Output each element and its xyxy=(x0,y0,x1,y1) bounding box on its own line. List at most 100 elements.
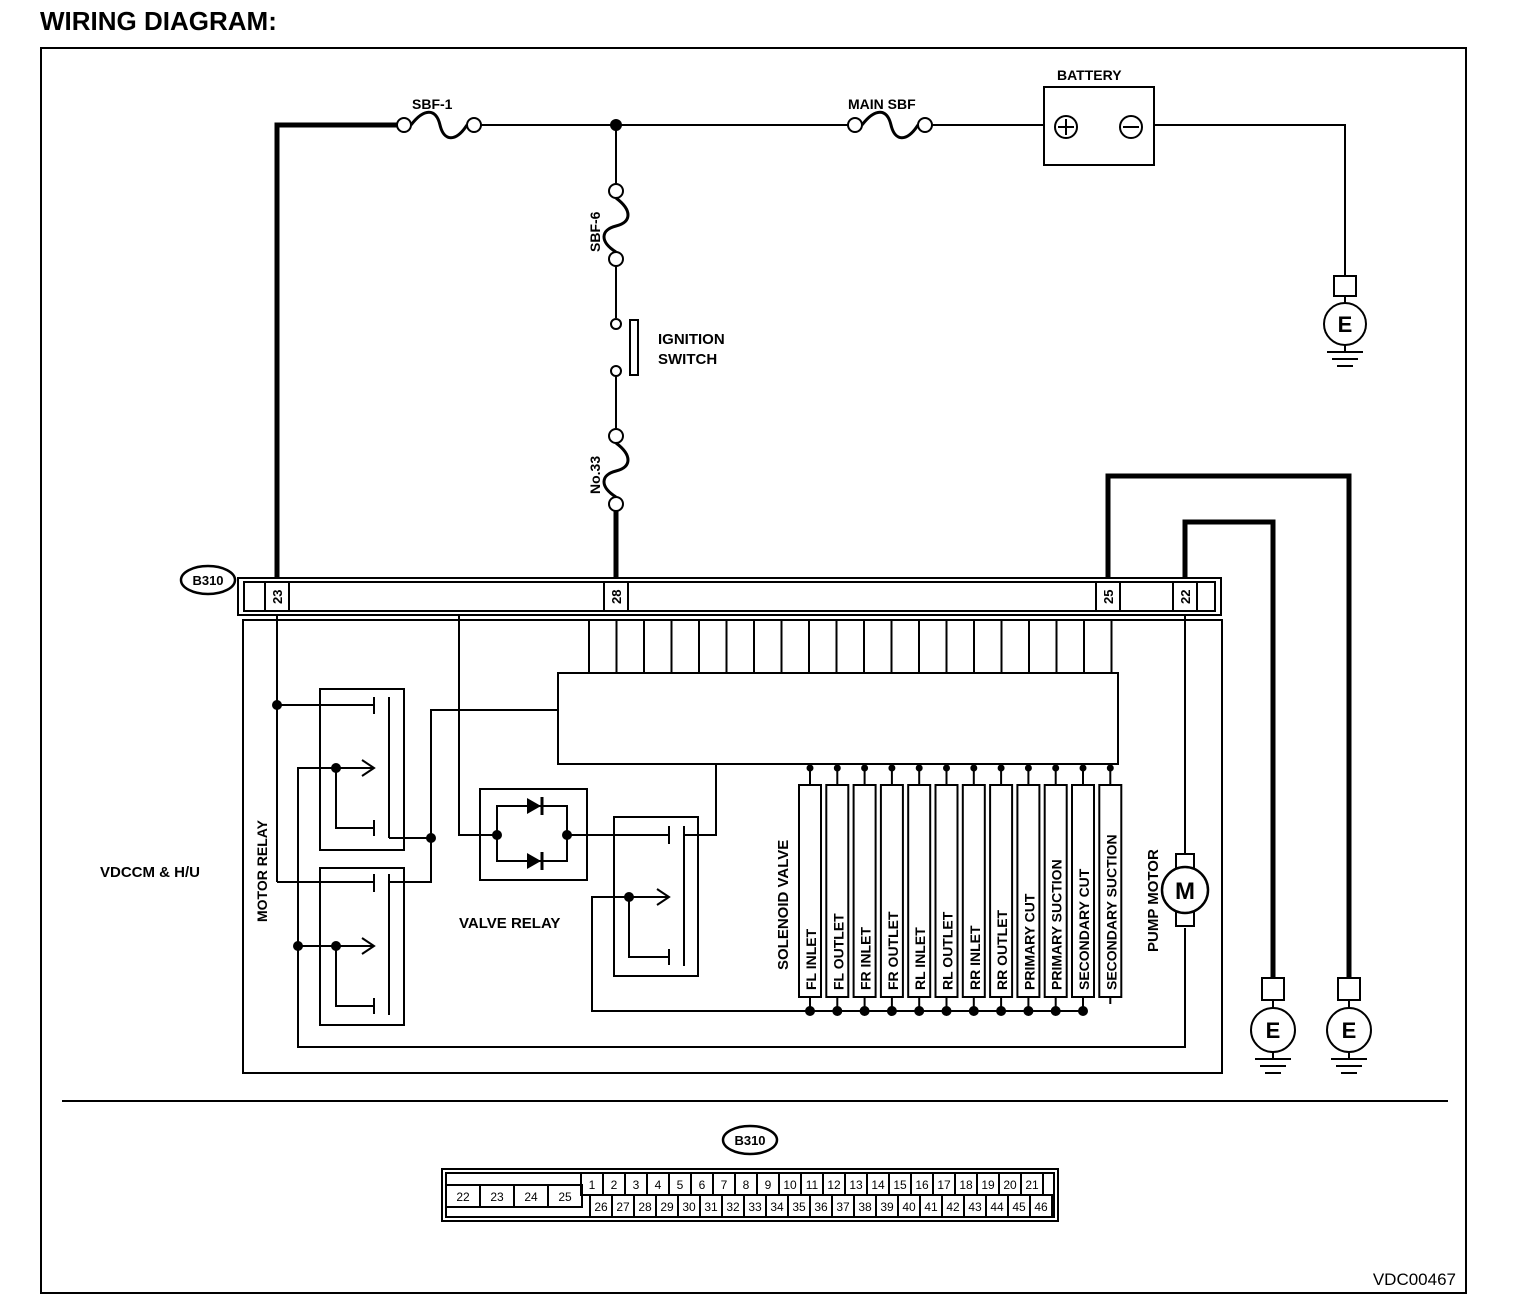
solenoid-valve-name: RL OUTLET xyxy=(940,911,956,990)
ignition-switch-label-2: SWITCH xyxy=(658,351,717,368)
pinout-cell-label: 45 xyxy=(1012,1200,1026,1214)
diagram-frame xyxy=(40,47,1467,1294)
pinout-cell-label: 16 xyxy=(915,1178,929,1192)
pinout-cell xyxy=(1029,1194,1053,1218)
solenoid-bottom-junction xyxy=(832,1006,843,1016)
solenoid-valve-name: FL INLET xyxy=(803,928,819,990)
ground-label-pin22: E xyxy=(1266,1018,1281,1043)
sbf6-label: SBF-6 xyxy=(587,211,603,252)
pinout-cell-label: 29 xyxy=(660,1200,674,1214)
sbf6-fuse-element xyxy=(602,196,630,254)
solenoid-valve-name: FR INLET xyxy=(858,927,874,990)
ground-connector-pin25 xyxy=(1337,977,1361,1001)
pin23-junction xyxy=(272,700,282,710)
main-sbf-terminal-right xyxy=(917,117,933,133)
pinout-cell-label: 43 xyxy=(968,1200,982,1214)
pinout-cell-label: 23 xyxy=(490,1190,504,1204)
pinout-cell-label: 19 xyxy=(981,1178,995,1192)
ground-connector-battery xyxy=(1333,275,1357,297)
pinout-cell-label: 33 xyxy=(748,1200,762,1214)
solenoid-top-junction xyxy=(833,764,841,772)
valve-relay-control-wire xyxy=(684,764,717,836)
main-sbf-terminal-left xyxy=(847,117,863,133)
pin25-ground-wire xyxy=(1105,473,1352,978)
solenoid-valve-name: SECONDARY SUCTION xyxy=(1103,834,1119,990)
pinout-cell-label: 35 xyxy=(792,1200,806,1214)
pinout-cell-label: 38 xyxy=(858,1200,872,1214)
pinout-cell-label: 44 xyxy=(990,1200,1004,1214)
motor-relay-1 xyxy=(319,688,405,851)
pinout-cell-label: 12 xyxy=(827,1178,841,1192)
solenoid-top-junction xyxy=(970,764,978,772)
vdccm-hu-label: VDCCM & H/U xyxy=(100,864,200,881)
motor-relay-loop-1 xyxy=(297,767,336,947)
motor-relay-2-arrowhead xyxy=(361,937,376,955)
solenoid-valve-name: RL INLET xyxy=(912,927,928,990)
pinout-cell-label: 17 xyxy=(937,1178,951,1192)
pinout-outline xyxy=(441,1168,1059,1222)
motor-relay-control-wire xyxy=(430,709,558,838)
sbf6-terminal-top xyxy=(608,183,624,199)
solenoid-valve-name: RR OUTLET xyxy=(994,909,1010,990)
motor-relay-output-wire xyxy=(389,837,432,883)
pinout-cell-label: 22 xyxy=(456,1190,470,1204)
connector-b310-badge xyxy=(179,564,237,596)
solenoid-top-junction xyxy=(915,764,923,772)
pinout-cell-label: 13 xyxy=(849,1178,863,1192)
solenoid-top-junction xyxy=(888,764,896,772)
solenoid-bottom-junction xyxy=(886,1006,897,1016)
no33-terminal-bottom xyxy=(608,496,624,512)
motor-relay-1-arm xyxy=(335,768,374,829)
solenoid-top-junction xyxy=(861,764,869,772)
pinout-cell-label: 3 xyxy=(633,1178,640,1192)
no33-fuse-element xyxy=(602,441,630,499)
solenoid-bottom-junction xyxy=(941,1006,952,1016)
connector-b310-inner xyxy=(243,581,1216,612)
pinout-cell-label: 9 xyxy=(765,1178,772,1192)
solenoid-valve-name: FR OUTLET xyxy=(885,911,901,990)
no33-label: No.33 xyxy=(587,456,603,494)
pinout-cell-label: 24 xyxy=(524,1190,538,1204)
sbf1-fuse-terminal-left xyxy=(396,117,412,133)
pinout-cell-label: 7 xyxy=(721,1178,728,1192)
pinout-cell-label: 32 xyxy=(726,1200,740,1214)
pin22-ground-wire xyxy=(1182,519,1276,978)
pinout-cell-label: 34 xyxy=(770,1200,784,1214)
ground-connector-pin22 xyxy=(1261,977,1285,1001)
solenoid-valve-name: PRIMARY CUT xyxy=(1021,893,1037,990)
solenoid-bottom-junction xyxy=(996,1006,1007,1016)
motor-relay-label: MOTOR RELAY xyxy=(254,819,270,922)
pinout-cell-label: 41 xyxy=(924,1200,938,1214)
solenoid-top-junction xyxy=(1024,764,1032,772)
solenoid-valve-name: SECONDARY CUT xyxy=(1076,868,1092,990)
diode-lower xyxy=(527,853,541,869)
pinout-cell-label: 31 xyxy=(704,1200,718,1214)
pinout-cell-label: 26 xyxy=(594,1200,608,1214)
solenoid-top-junction xyxy=(806,764,814,772)
pinout-cell-label: 42 xyxy=(946,1200,960,1214)
main-sbf-element xyxy=(860,110,920,140)
pinout-cell-label: 14 xyxy=(871,1178,885,1192)
motor-relay-2-arm xyxy=(335,946,374,1007)
connector-pin-cell xyxy=(1172,581,1198,612)
pinout-cell-label: 27 xyxy=(616,1200,630,1214)
ignition-switch-actuator xyxy=(629,319,639,376)
ground-label-pin25: E xyxy=(1342,1018,1357,1043)
solenoid-valves: FL INLET FL OUTLET FR INLET FR OUTLET RL INL… xyxy=(798,764,1123,1016)
pinout-cell-label: 15 xyxy=(893,1178,907,1192)
sbf6-terminal-bottom xyxy=(608,251,624,267)
valve-relay-arm xyxy=(628,897,669,958)
vdccm-hu-body xyxy=(242,619,1223,1074)
solenoid-valve-name: FL OUTLET xyxy=(830,913,846,990)
ground-label-battery: E xyxy=(1338,312,1353,337)
pinout-cell-label: 46 xyxy=(1034,1200,1048,1214)
main-sbf-label: MAIN SBF xyxy=(848,96,916,112)
pinout-cell-label: 6 xyxy=(699,1178,706,1192)
connector-pin-cell xyxy=(603,581,629,612)
pinout-cell-label: 20 xyxy=(1003,1178,1017,1192)
connector-pin-cell xyxy=(264,581,290,612)
pinout-cell-label: 4 xyxy=(655,1178,662,1192)
solenoid-top-junction xyxy=(1106,764,1114,772)
solenoid-bottom-junction xyxy=(1023,1006,1034,1016)
